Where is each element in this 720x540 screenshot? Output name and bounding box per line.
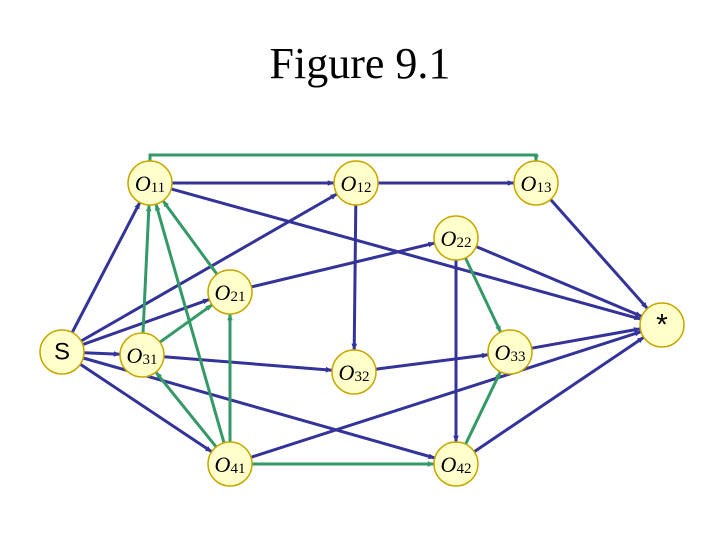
node-o22: O22	[433, 215, 479, 261]
node-label-o41: O41	[215, 452, 246, 478]
node-o21: O21	[207, 269, 253, 315]
edge-o21-to-o11	[161, 199, 219, 276]
node-circle-o31	[119, 332, 165, 378]
edge-o13-to-end	[549, 198, 649, 310]
edge-o31-to-o11	[141, 204, 152, 334]
edge-s-to-o41	[79, 362, 213, 454]
node-circle-o32	[331, 349, 377, 395]
node-circle-o22	[433, 215, 479, 261]
node-label-o13: O13	[521, 171, 552, 197]
edge-o22-to-o33	[464, 257, 502, 333]
edge-o32-to-o33	[375, 352, 489, 371]
edge-o31-to-o32	[163, 355, 333, 373]
node-label-s: S	[54, 339, 70, 366]
edge-o22-to-end	[475, 245, 643, 318]
node-circle-o21	[207, 269, 253, 315]
node-label-o42: O42	[441, 452, 472, 478]
edge-s-to-o11	[70, 201, 142, 334]
node-end: *	[639, 302, 685, 348]
edges-layer	[70, 153, 649, 467]
node-label-o32: O32	[339, 360, 370, 386]
edge-o41-to-end	[250, 330, 642, 459]
edge-o12-to-o32	[351, 204, 358, 351]
edge-o41-to-o11	[154, 203, 226, 444]
node-circle-o33	[487, 329, 533, 375]
node-circle-o42	[433, 441, 479, 487]
edge-o33-to-end	[531, 327, 641, 350]
node-circle-o13	[513, 160, 559, 206]
node-o33: O33	[487, 329, 533, 375]
figure-title: Figure 9.1	[269, 39, 451, 88]
edge-o42-to-end	[473, 336, 645, 453]
node-o12: O12	[333, 160, 379, 206]
node-label-o21: O21	[215, 280, 246, 306]
edge-o11-to-end	[170, 187, 642, 321]
node-label-o31: O31	[127, 343, 158, 369]
node-o31: O31	[119, 332, 165, 378]
node-label-o11: O11	[135, 171, 165, 197]
edge-s-to-o21	[82, 297, 210, 347]
node-o11: O11	[127, 160, 173, 206]
edge-o42-to-o33	[464, 371, 502, 445]
node-circle-o41	[207, 441, 253, 487]
node-s: S	[39, 329, 85, 375]
node-label-o22: O22	[441, 226, 472, 252]
edge-o31-to-o21	[159, 303, 213, 344]
node-circle-o12	[333, 160, 379, 206]
edge-o41-to-o31	[154, 371, 218, 448]
node-o32: O32	[331, 349, 377, 395]
edge-o21-to-o22	[251, 241, 436, 289]
node-label-o12: O12	[341, 171, 372, 197]
node-circle-end	[639, 302, 685, 348]
node-label-o33: O33	[495, 340, 526, 366]
node-circle-o11	[127, 160, 173, 206]
node-o42: O42	[433, 441, 479, 487]
node-label-end: *	[656, 309, 668, 342]
node-circle-s	[39, 329, 85, 375]
edge-s-to-o12	[80, 192, 338, 343]
node-o13: O13	[513, 160, 559, 206]
node-o41: O41	[207, 441, 253, 487]
edge-o11-to-o13	[148, 153, 539, 162]
edge-s-to-o31	[83, 351, 121, 357]
